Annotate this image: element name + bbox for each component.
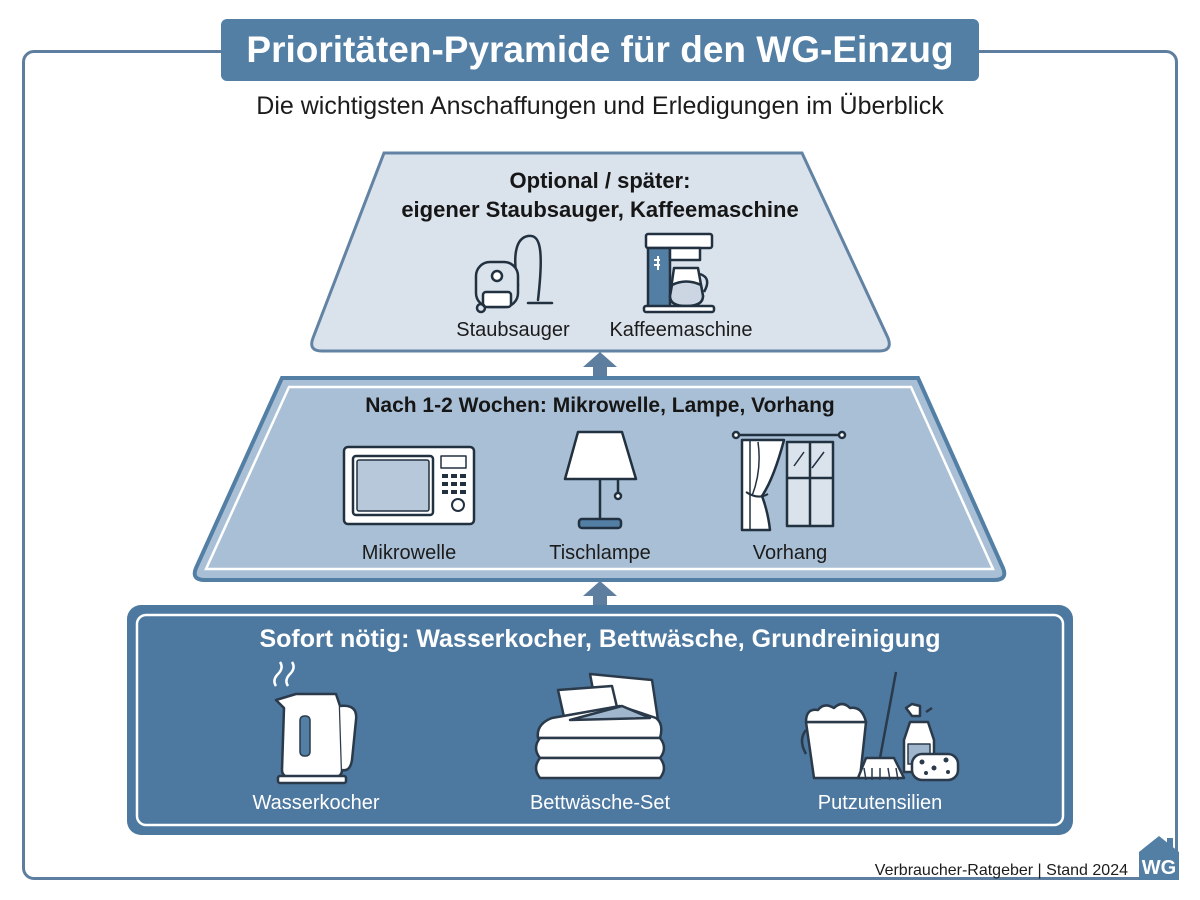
kettle-icon [273, 661, 358, 785]
tier-middle-heading: Nach 1-2 Wochen: Mikrowelle, Lampe, Vorh… [365, 394, 835, 417]
tier-top-heading: Optional / später: eigener Staubsauger, … [401, 166, 798, 224]
item-label-cleaning-supplies: Putzutensilien [817, 792, 943, 814]
table-lamp-icon [563, 430, 638, 530]
page-subtitle: Die wichtigsten Anschaffungen und Erledi… [256, 92, 944, 120]
curtain-icon [731, 430, 847, 532]
page-title: Prioritäten-Pyramide für den WG-Einzug [221, 19, 979, 81]
tier-top-shape [310, 151, 891, 353]
tier-bottom-heading: Sofort nötig: Wasserkocher, Bettwäsche, … [259, 625, 941, 653]
vacuum-cleaner-icon [474, 234, 554, 314]
item-label-vacuum: Staubsauger [456, 319, 570, 341]
item-label-microwave: Mikrowelle [361, 542, 457, 564]
bedding-icon [534, 672, 666, 780]
footer-source: Verbraucher-Ratgeber | Stand 2024 [874, 862, 1128, 879]
microwave-icon [342, 445, 476, 526]
item-label-curtain: Vorhang [752, 542, 828, 564]
item-label-coffee-machine: Kaffeemaschine [609, 319, 753, 341]
item-label-bedding: Bettwäsche-Set [529, 792, 671, 814]
arrow-up-icon [583, 581, 617, 606]
coffee-machine-icon [642, 232, 716, 314]
item-label-table-lamp: Tischlampe [549, 542, 651, 564]
cleaning-supplies-icon [800, 671, 960, 782]
tier-top-heading-line1: Optional / später: [509, 168, 691, 193]
logo-text: WG [1142, 857, 1176, 879]
arrow-up-icon [583, 352, 617, 378]
wg-house-logo: WG [1139, 836, 1179, 880]
tier-top-heading-line2: eigener Staubsauger, Kaffeemaschine [401, 197, 799, 222]
item-label-kettle: Wasserkocher [252, 792, 380, 814]
